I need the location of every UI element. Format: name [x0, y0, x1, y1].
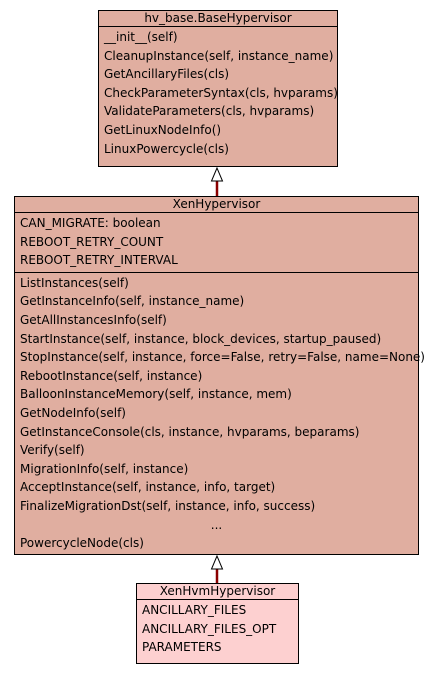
- xen-hypervisor-class-title: XenHypervisor: [15, 197, 418, 213]
- base-hypervisor-methods: __init__(self) CleanupInstance(self, inst…: [99, 27, 338, 160]
- attribute-line: REBOOT_RETRY_COUNT: [20, 234, 164, 249]
- method-line: StopInstance(self, instance, force=False…: [20, 350, 425, 365]
- attribute-line: ANCILLARY_FILES: [142, 603, 247, 617]
- method-line: CleanupInstance(self, instance_name): [104, 48, 334, 63]
- method-line: GetAllInstancesInfo(self): [20, 312, 167, 327]
- attribute-line: CAN_MIGRATE: boolean: [20, 216, 161, 230]
- method-line: GetInstanceConsole(cls, instance, hvpara…: [20, 424, 360, 439]
- method-line: AcceptInstance(self, instance, info, tar…: [20, 480, 276, 495]
- method-line: ValidateParameters(cls, hvparams): [104, 104, 315, 119]
- method-line: PowercycleNode(cls): [20, 536, 144, 551]
- base-hypervisor-class-title: hv_base.BaseHypervisor: [99, 11, 337, 27]
- method-line: FinalizeMigrationDst(self, instance, inf…: [20, 498, 316, 513]
- method-line: __init__(self): [104, 30, 178, 44]
- method-line: CheckParameterSyntax(cls, hvparams): [104, 85, 338, 100]
- method-line: Verify(self): [20, 443, 85, 458]
- method-line: ListInstances(self): [20, 275, 129, 290]
- xen-hvm-hypervisor-attributes: ANCILLARY_FILES ANCILLARY_FILES_OPT PARAME…: [137, 600, 298, 659]
- inheritance-arrowhead-base: [210, 166, 224, 182]
- method-line: GetInstanceInfo(self, instance_name): [20, 294, 245, 309]
- method-line: GetLinuxNodeInfo(): [104, 122, 222, 137]
- inheritance-arrowhead-xen: [210, 554, 224, 570]
- attribute-line: REBOOT_RETRY_INTERVAL: [20, 253, 178, 268]
- method-line: GetAncillaryFiles(cls): [104, 67, 230, 82]
- inheritance-arrow-hvm-to-xen: [210, 554, 224, 583]
- xen-hypervisor-methods: ListInstances(self) GetInstanceInfo(self,…: [15, 271, 425, 555]
- method-line-ellipsis: ...: [210, 517, 223, 532]
- method-line: BalloonInstanceMemory(self, instance, me…: [20, 387, 292, 402]
- method-line: LinuxPowercycle(cls): [104, 141, 229, 156]
- method-line: StartInstance(self, instance, block_devi…: [20, 331, 382, 346]
- attribute-line: ANCILLARY_FILES_OPT: [142, 621, 277, 636]
- inheritance-arrow-xen-to-base: [210, 166, 224, 196]
- method-line: GetNodeInfo(self): [20, 405, 126, 420]
- method-line: RebootInstance(self, instance): [20, 368, 203, 383]
- method-line: MigrationInfo(self, instance): [20, 461, 189, 476]
- base-hypervisor-class: hv_base.BaseHypervisor __init__(self) Cle…: [98, 10, 338, 167]
- xen-hvm-hypervisor-class-title: XenHvmHypervisor: [137, 584, 298, 600]
- attribute-line: PARAMETERS: [142, 640, 222, 655]
